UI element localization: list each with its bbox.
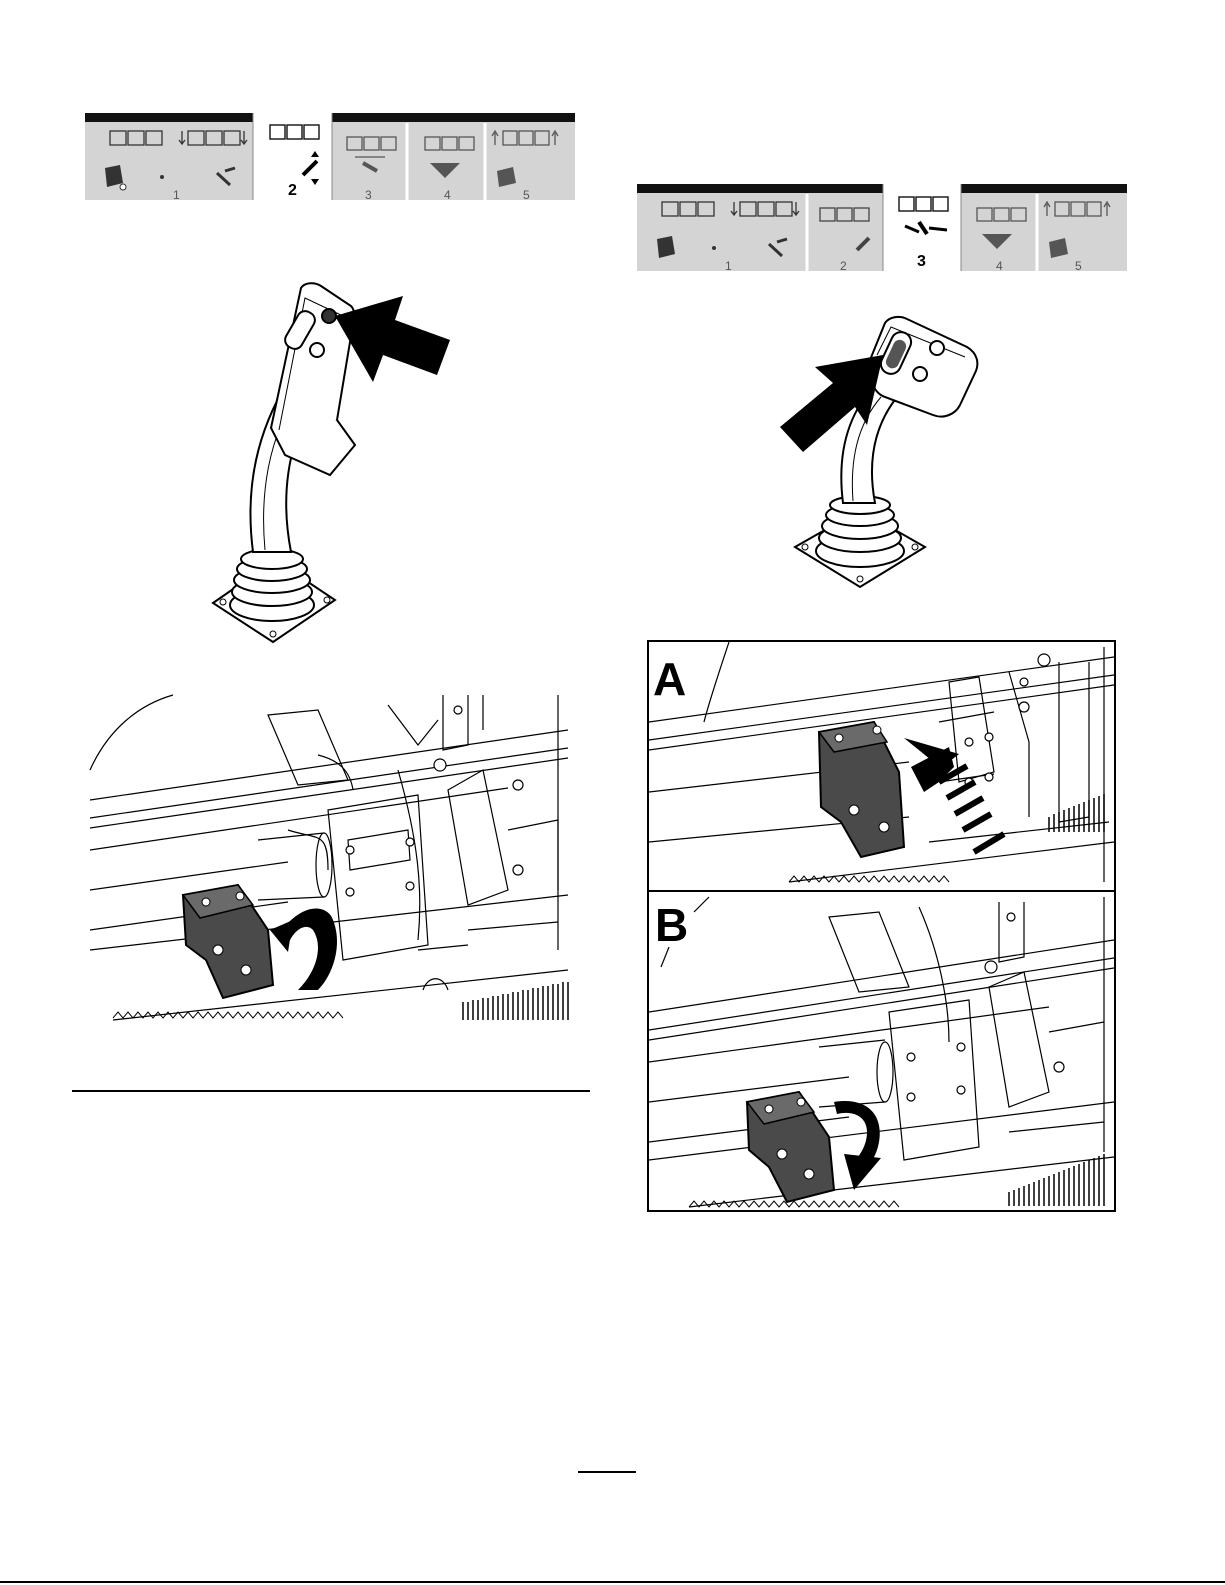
panel-b: B <box>649 892 1114 1210</box>
page-number-rule <box>578 1471 636 1473</box>
panel-a: A <box>649 642 1114 890</box>
right-tab-3-number: 3 <box>917 253 926 270</box>
left-mode-bar: 1 2 3 4 5 <box>85 113 575 200</box>
left-tab-4-number: 4 <box>444 188 451 200</box>
left-tab-1-number: 1 <box>173 188 180 200</box>
right-tab-2-number: 2 <box>840 259 847 271</box>
right-tab-4-number: 4 <box>996 259 1003 271</box>
left-tab-5-number: 5 <box>523 188 530 200</box>
right-tab-1-number: 1 <box>725 259 732 271</box>
left-tab-2-number: 2 <box>288 182 297 199</box>
page-bottom-rule <box>0 1581 1225 1583</box>
right-mode-bar: 1 2 3 4 5 <box>637 184 1127 271</box>
left-joystick-illustration <box>205 280 465 650</box>
right-tab-5-number: 5 <box>1075 259 1082 271</box>
section-divider <box>72 1090 590 1092</box>
panel-a-label: A <box>653 656 686 702</box>
right-joystick-illustration <box>775 315 985 595</box>
left-tab-3-number: 3 <box>365 188 372 200</box>
right-panel-figure: A <box>647 640 1116 1212</box>
left-machine-illustration <box>88 690 573 1025</box>
panel-b-label: B <box>655 902 688 948</box>
